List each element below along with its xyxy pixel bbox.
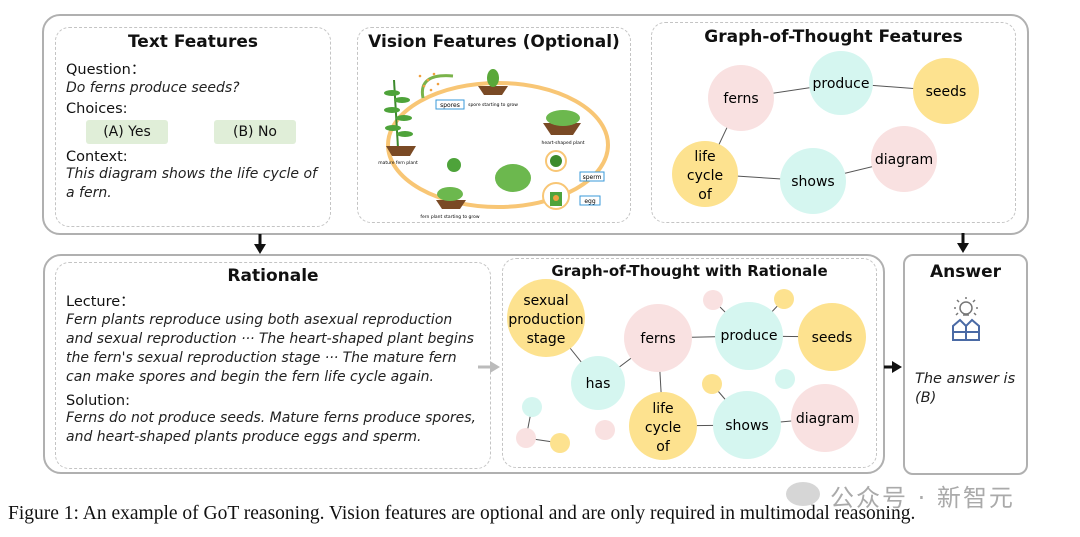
solution-label: Solution: xyxy=(66,393,130,409)
node-shows xyxy=(780,148,846,214)
node-shows-r-label: shows xyxy=(725,418,768,434)
node-has-label: has xyxy=(586,376,611,392)
node-diagram-r xyxy=(791,384,859,452)
label-fern-grow: fern plant starting to grow xyxy=(420,214,479,220)
got-features-title: Graph-of-Thought Features xyxy=(704,27,963,47)
rationale-title: Rationale xyxy=(227,266,319,286)
node-life-cycle xyxy=(672,141,738,207)
node-of-r-label: of xyxy=(656,439,671,455)
node-cycle-label: cycle xyxy=(687,168,723,184)
answer-title: Answer xyxy=(930,262,1001,282)
input-features-panel xyxy=(42,14,1029,235)
answer-box: Answer The answer is (B) xyxy=(903,254,1028,475)
choices-label: Choices: xyxy=(66,101,128,117)
node-has xyxy=(571,356,625,410)
lecture-text: Fern plants reproduce using both asexual… xyxy=(66,312,474,385)
label-sperm: sperm xyxy=(583,174,602,181)
watermark: 公众号 · 新智元 xyxy=(830,484,1015,512)
node-life-cycle-r xyxy=(629,392,697,460)
node-diagram-label: diagram xyxy=(875,152,933,168)
wechat-icon xyxy=(786,482,820,506)
got-rationale-box: Graph-of-Thought with Rationale xyxy=(502,258,877,468)
node-sexual-label: sexual xyxy=(523,293,568,309)
text-features-box: Text Features Question： Do ferns produce… xyxy=(55,27,331,227)
idea-person-icon xyxy=(951,297,980,341)
vision-features-box: Vision Features (Optional) spores spore … xyxy=(357,27,631,223)
node-cycle-r-label: cycle xyxy=(645,420,681,436)
node-shows-label: shows xyxy=(791,174,834,190)
fern-life-cycle-image: spores spore starting to grow heart-shap… xyxy=(378,69,610,220)
node-seeds-label: seeds xyxy=(926,84,967,100)
got-rationale-title: Graph-of-Thought with Rationale xyxy=(551,262,828,280)
node-produce-r-label: produce xyxy=(721,328,778,344)
choice-b: (B) No xyxy=(214,120,296,144)
node-ferns-label: ferns xyxy=(723,91,758,107)
node-ferns xyxy=(708,65,774,131)
label-egg: egg xyxy=(584,198,596,205)
context-label: Context: xyxy=(66,149,128,165)
flow-arrows xyxy=(254,233,969,373)
label-spores: spores xyxy=(440,102,460,109)
text-features-title: Text Features xyxy=(127,32,259,52)
node-ferns-r xyxy=(624,304,692,372)
answer-text: The answer is (B) xyxy=(915,371,1016,406)
small-nodes xyxy=(516,289,795,453)
got-features-box: Graph-of-Thought Features xyxy=(651,22,1016,223)
rationale-box: Rationale Lecture： Fern plants reproduce… xyxy=(55,262,491,469)
node-ferns-r-label: ferns xyxy=(640,331,675,347)
node-of-label: of xyxy=(698,187,713,203)
figure-caption: Figure 1: An example of GoT reasoning. V… xyxy=(8,503,916,524)
node-seeds-r-label: seeds xyxy=(812,330,853,346)
node-production-label: production xyxy=(508,312,583,328)
node-stage-label: stage xyxy=(527,331,566,347)
node-life-label: life xyxy=(694,149,715,165)
label-mature: mature fern plant xyxy=(378,160,418,166)
question-text: Do ferns produce seeds? xyxy=(66,80,240,96)
lecture-label: Lecture： xyxy=(66,294,135,310)
node-diagram xyxy=(871,126,937,192)
node-seeds-r xyxy=(798,303,866,371)
solution-text: Ferns do not produce seeds. Mature ferns… xyxy=(66,410,476,445)
question-label: Question： xyxy=(66,62,146,78)
node-produce-r xyxy=(715,302,783,370)
label-spore-grow: spore starting to grow xyxy=(468,102,518,108)
node-sexual-production-stage xyxy=(507,279,585,357)
context-text: This diagram shows the life cycle of a f… xyxy=(66,166,317,201)
node-shows-r xyxy=(713,391,781,459)
node-diagram-r-label: diagram xyxy=(796,411,854,427)
vision-features-title: Vision Features (Optional) xyxy=(368,32,620,52)
label-heart: heart-shaped plant xyxy=(542,140,585,146)
node-life-r-label: life xyxy=(652,401,673,417)
node-produce-label: produce xyxy=(813,76,870,92)
node-produce xyxy=(809,51,873,115)
node-seeds xyxy=(913,58,979,124)
choice-a: (A) Yes xyxy=(86,120,168,144)
